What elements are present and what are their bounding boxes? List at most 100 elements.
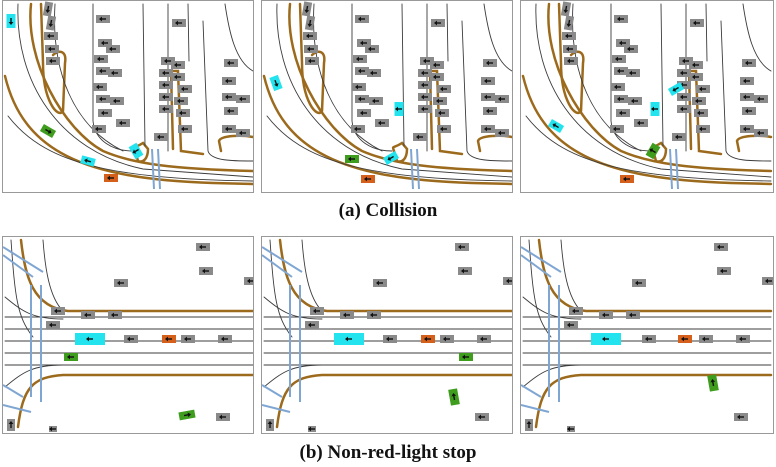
- heading-arrow-icon: [360, 40, 367, 46]
- vehicle-icon: [430, 73, 444, 81]
- vehicle-icon: [433, 97, 447, 105]
- heading-arrow-icon: [174, 74, 181, 80]
- heading-arrow-icon: [743, 126, 750, 132]
- heading-arrow-icon: [421, 82, 428, 88]
- heading-arrow-icon: [699, 126, 706, 132]
- lane-line: [528, 239, 552, 338]
- heading-arrow-icon: [421, 70, 428, 76]
- vehicle-icon: [418, 81, 432, 89]
- vehicle-icon: [495, 95, 509, 103]
- vehicle-icon: [413, 133, 427, 141]
- heading-arrow-icon: [162, 94, 169, 100]
- heading-arrow-icon: [107, 175, 114, 181]
- road-edge: [735, 134, 773, 153]
- heading-arrow-icon: [443, 336, 450, 342]
- heading-arrow-icon: [111, 70, 118, 76]
- heading-arrow-icon: [354, 126, 361, 132]
- lane-line: [301, 239, 323, 312]
- heading-arrow-icon: [462, 354, 469, 360]
- heading-arrow-icon: [484, 94, 491, 100]
- heading-arrow-icon: [692, 74, 699, 80]
- vehicle-icon: [94, 55, 108, 63]
- heading-arrow-icon: [386, 336, 393, 342]
- heading-arrow-icon: [692, 62, 699, 68]
- heading-arrow-icon: [440, 126, 447, 132]
- heading-arrow-icon: [566, 19, 572, 27]
- stop-frame-2: [261, 236, 513, 434]
- vehicle-icon: [355, 95, 369, 103]
- vehicle-icon: [459, 353, 473, 361]
- lane-line: [202, 20, 253, 162]
- vehicle-icon: [176, 109, 190, 117]
- vehicle-icon: [334, 333, 364, 345]
- heading-arrow-icon: [225, 126, 232, 132]
- vehicle-icon: [199, 267, 213, 275]
- heading-arrow-icon: [86, 336, 93, 342]
- crosswalk: [410, 148, 414, 190]
- heading-arrow-icon: [179, 110, 186, 116]
- vehicle-icon: [632, 279, 646, 287]
- vehicle-icon: [49, 426, 57, 432]
- vehicle-icon: [92, 125, 106, 133]
- vehicle-icon: [679, 57, 693, 65]
- vehicle-icon: [475, 413, 489, 421]
- vehicle-icon: [81, 311, 95, 319]
- heading-arrow-icon: [355, 84, 362, 90]
- heading-arrow-icon: [101, 110, 108, 116]
- vehicle-icon: [742, 107, 756, 115]
- lane-line: [42, 239, 64, 312]
- road-edge: [476, 134, 512, 153]
- crosswalk: [3, 384, 24, 398]
- heading-arrow-icon: [49, 426, 56, 432]
- vehicle-icon: [612, 55, 626, 63]
- vehicle-icon: [269, 74, 283, 92]
- heading-arrow-icon: [132, 148, 139, 154]
- collision-scene-1: [3, 1, 253, 190]
- road-edge: [288, 2, 512, 173]
- heading-arrow-icon: [421, 94, 428, 100]
- heading-arrow-icon: [651, 106, 658, 112]
- crosswalk: [3, 254, 34, 278]
- vehicle-icon: [353, 55, 367, 63]
- vehicle-icon: [171, 73, 185, 81]
- vehicle-icon: [224, 59, 238, 67]
- heading-arrow-icon: [67, 354, 74, 360]
- vehicle-icon: [563, 45, 577, 53]
- vehicle-icon: [80, 155, 96, 167]
- heading-arrow-icon: [645, 336, 652, 342]
- vehicle-icon: [154, 133, 168, 141]
- heading-arrow-icon: [680, 70, 687, 76]
- vehicle-icon: [626, 69, 640, 77]
- heading-arrow-icon: [702, 336, 709, 342]
- lane-line: [535, 3, 772, 178]
- vehicle-icon: [614, 67, 628, 75]
- road-edge: [39, 2, 67, 114]
- heading-arrow-icon: [84, 312, 91, 318]
- collision-scene-2: [262, 1, 512, 190]
- road-edge: [217, 134, 253, 153]
- vehicle-icon: [599, 311, 613, 319]
- heading-arrow-icon: [376, 280, 383, 286]
- heading-arrow-icon: [682, 58, 689, 64]
- heading-arrow-icon: [308, 426, 315, 432]
- heading-arrow-icon: [434, 20, 441, 26]
- crosswalk: [157, 148, 161, 190]
- vehicle-icon: [689, 61, 703, 69]
- vehicle-icon: [567, 426, 575, 432]
- heading-arrow-icon: [614, 84, 621, 90]
- vehicle-icon: [421, 335, 435, 343]
- vehicle-icon: [418, 105, 432, 113]
- heading-arrow-icon: [274, 79, 279, 87]
- heading-arrow-icon: [181, 126, 188, 132]
- heading-arrow-icon: [306, 33, 313, 39]
- heading-arrow-icon: [675, 134, 682, 140]
- heading-arrow-icon: [84, 158, 92, 164]
- road-edge: [547, 2, 773, 173]
- heading-arrow-icon: [745, 108, 752, 114]
- heading-arrow-icon: [627, 46, 634, 52]
- lane-line: [224, 3, 253, 72]
- vehicle-icon: [178, 85, 192, 93]
- vehicle-icon: [754, 129, 768, 137]
- vehicle-icon: [455, 243, 469, 251]
- vehicle-icon: [159, 81, 173, 89]
